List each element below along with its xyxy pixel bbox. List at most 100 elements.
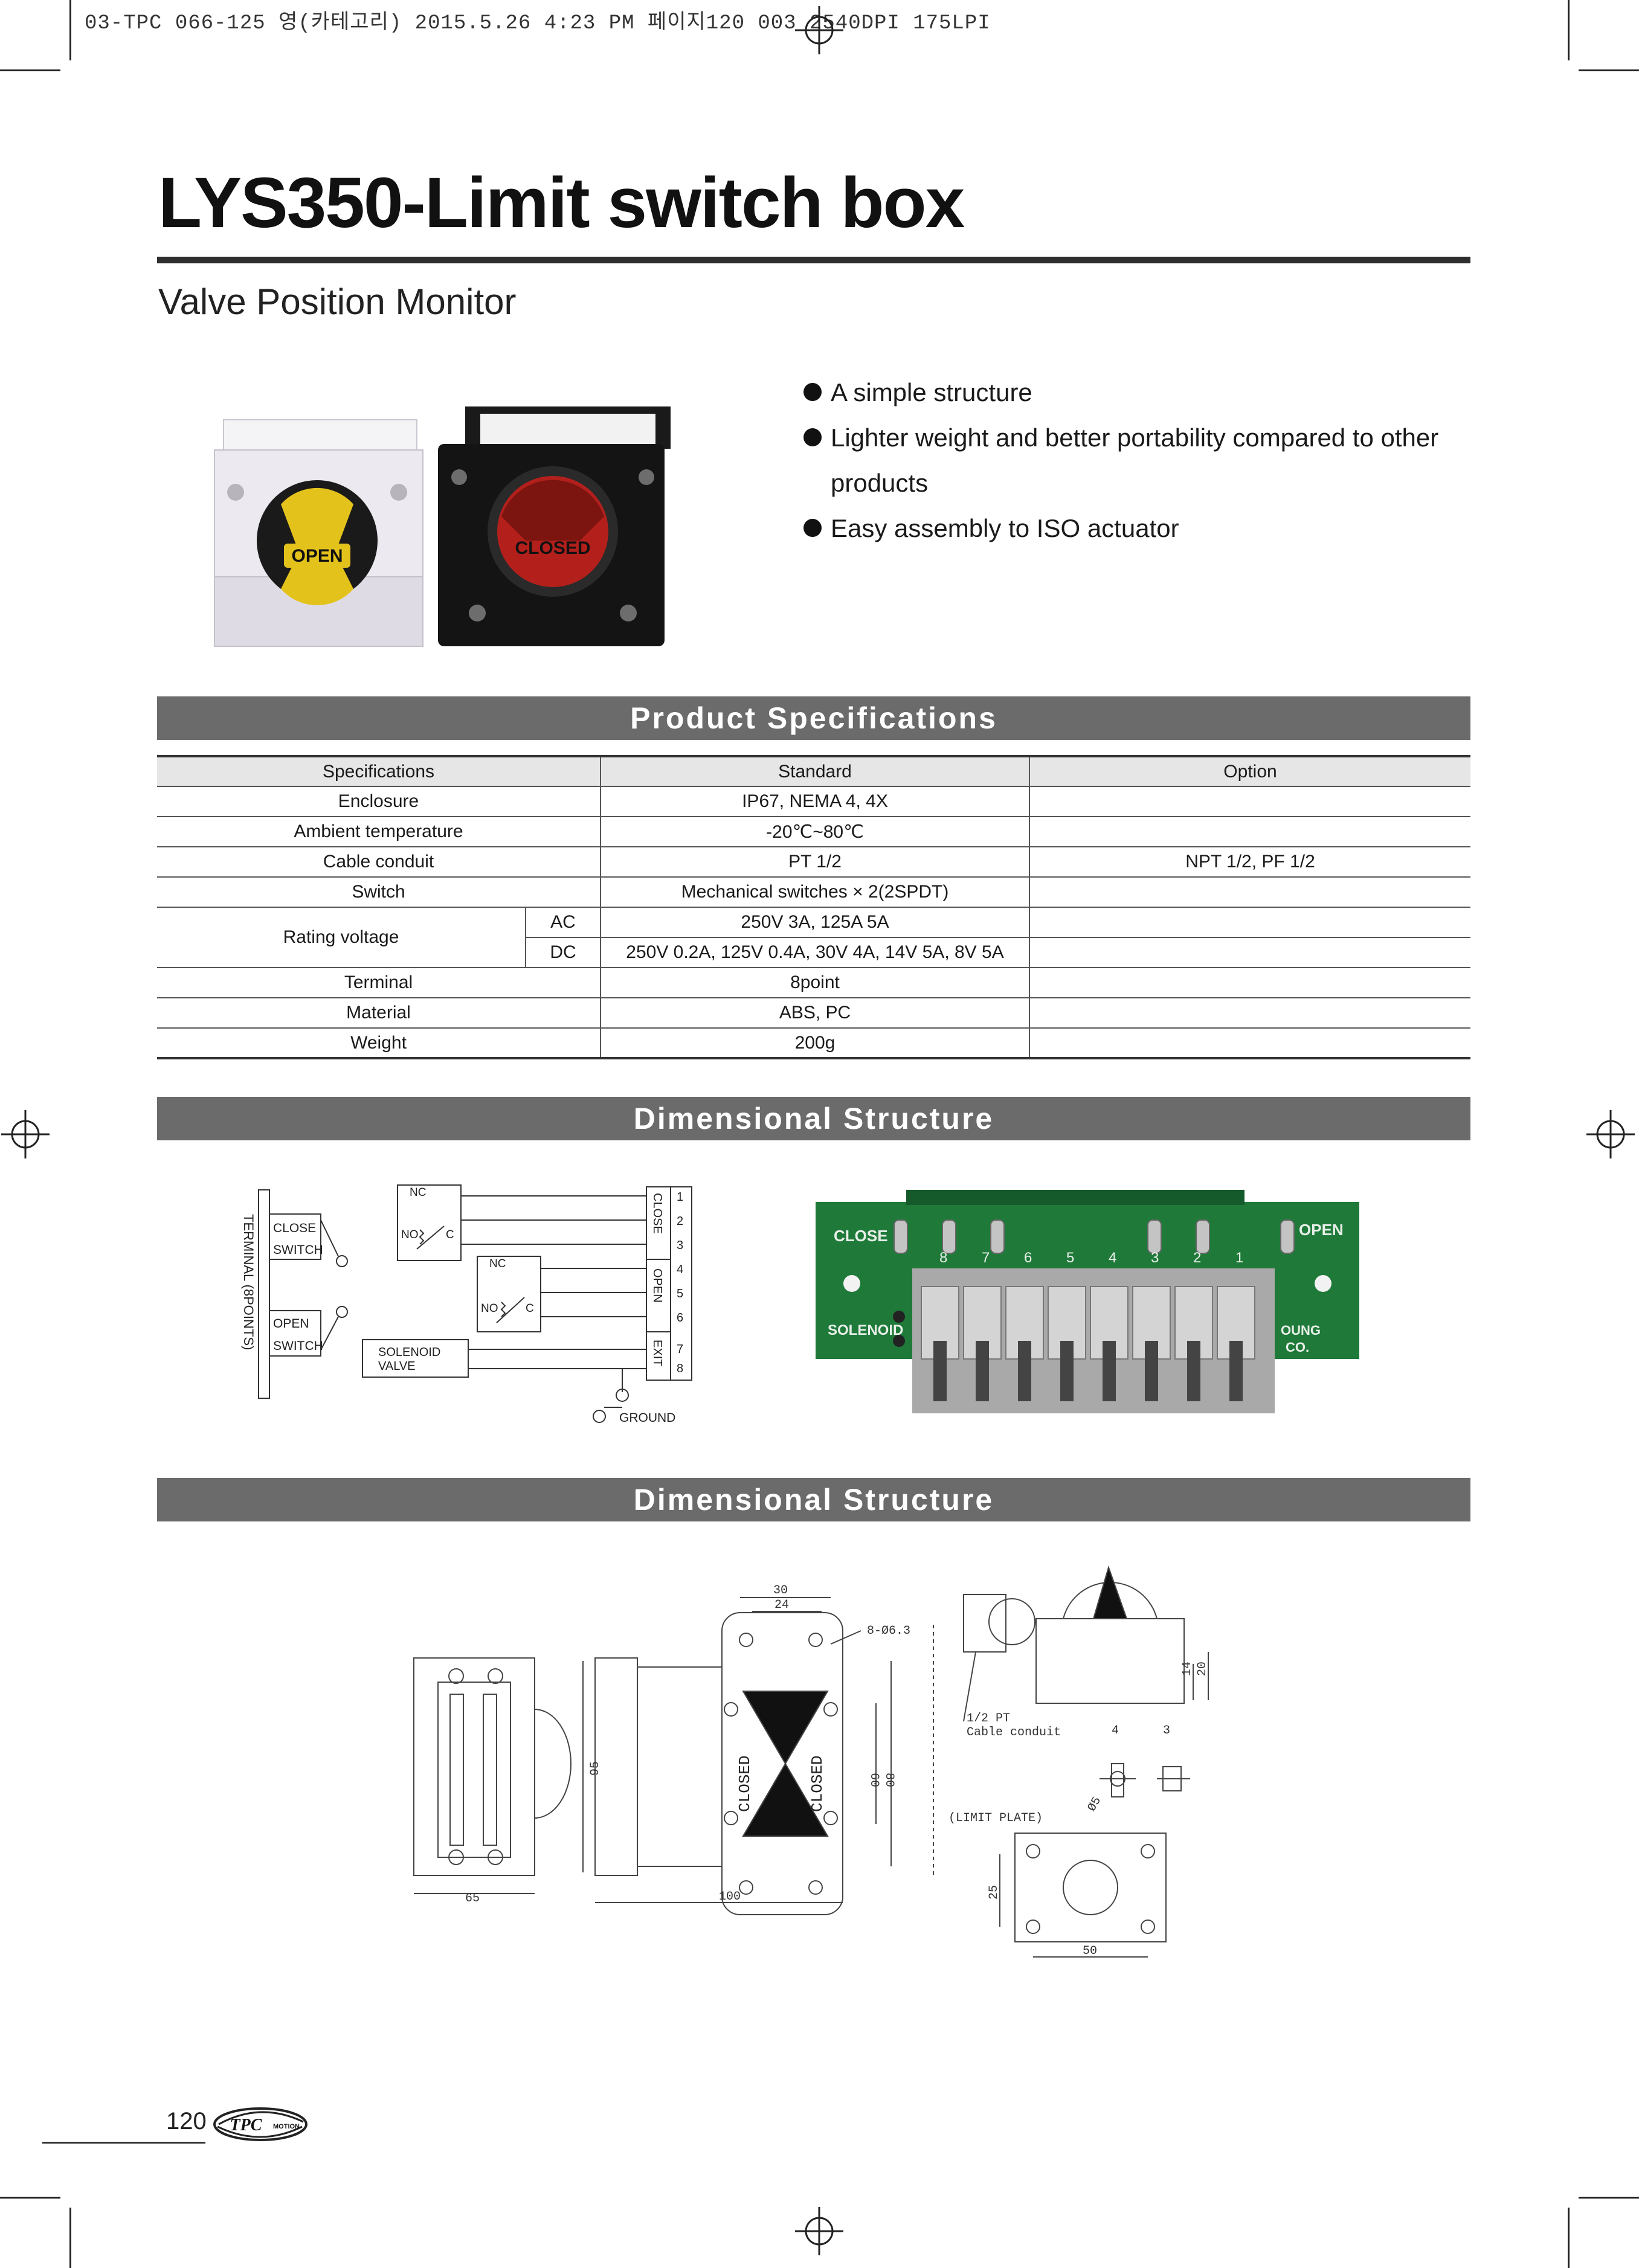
spec-standard: Mechanical switches × 2(2SPDT) — [600, 877, 1029, 908]
registration-mark-top — [795, 6, 843, 54]
crop-mark — [69, 2208, 71, 2268]
wiring-diagram: TERMINAL (8POINTS) CLOSE SWITCH OPEN SWI… — [241, 1184, 692, 1425]
voltage-type: AC — [525, 907, 601, 938]
nc-label: NC — [410, 1186, 426, 1199]
spec-standard: 200g — [600, 1028, 1029, 1059]
dim-label: 25 — [987, 1885, 1001, 1900]
pin-label: 4 — [677, 1263, 683, 1276]
pcb-terminal-photo: CLOSE OPEN SOLENOID OUNG CO. 8 7 6 5 4 3… — [816, 1190, 1359, 1413]
pin-label: 8 — [677, 1362, 683, 1375]
pin-label: 5 — [677, 1287, 683, 1300]
spec-standard: ABS, PC — [600, 998, 1029, 1029]
dim-label: 80 — [882, 1773, 896, 1787]
table-row: DC 250V 0.2A, 125V 0.4A, 30V 4A, 14V 5A,… — [157, 937, 1470, 968]
table-row: Terminal 8point — [157, 968, 1470, 998]
spec-name: Material — [157, 998, 601, 1029]
pin-label: 3 — [677, 1239, 683, 1252]
spec-standard: -20℃~80℃ — [600, 817, 1029, 847]
pcb-maker-label: CO. — [1286, 1340, 1309, 1355]
table-row: Ambient temperature -20℃~80℃ — [157, 817, 1470, 847]
pcb-open-label: OPEN — [1299, 1221, 1344, 1239]
c-label: C — [446, 1229, 454, 1241]
dimension-drawing: 65 CLOSED CLOSED 30 24 8-Ø6.3 95 60 80 1… — [413, 1565, 1209, 1958]
column-header: Standard — [600, 755, 1029, 787]
spec-option — [1029, 817, 1470, 847]
crop-mark — [0, 2197, 60, 2199]
dim-label: 3 — [1163, 1724, 1170, 1738]
registration-mark-bottom — [795, 2207, 843, 2255]
dim-label: 24 — [774, 1598, 789, 1612]
limit-plate-label: (LIMIT PLATE) — [948, 1811, 1043, 1825]
dim-label: Ø5 — [1085, 1794, 1104, 1814]
hole-spec-label: 8-Ø6.3 — [867, 1624, 910, 1638]
terminal-label: TERMINAL (8POINTS) — [241, 1214, 256, 1350]
spec-name: Rating voltage — [157, 907, 526, 968]
dim-label: 60 — [867, 1773, 881, 1787]
spec-option — [1029, 877, 1470, 908]
pcb-pin-label: 7 — [982, 1250, 990, 1266]
dim-label: 14 — [1180, 1662, 1194, 1676]
dim-label: 4 — [1112, 1724, 1119, 1738]
solenoid-label: SOLENOID — [378, 1346, 440, 1359]
no-label: NO — [401, 1229, 419, 1241]
spec-table: Specifications Standard Option Enclosure… — [157, 755, 1470, 1059]
solenoid-label: VALVE — [378, 1360, 416, 1373]
conduit-label: Cable conduit — [967, 1726, 1061, 1740]
print-header: 03-TPC 066-125 영(카테고리) 2015.5.26 4:23 PM… — [85, 12, 991, 35]
feature-list: A simple structure Lighter weight and be… — [800, 370, 1471, 551]
black-limit-switch-box: CLOSED — [438, 406, 671, 646]
pcb-pin-label: 3 — [1151, 1250, 1159, 1266]
column-header: Option — [1029, 755, 1470, 787]
spec-name: Ambient temperature — [157, 817, 601, 847]
feature-item: Lighter weight and better portability co… — [800, 415, 1471, 506]
spec-name: Cable conduit — [157, 847, 601, 878]
page-number: 120 — [166, 2108, 207, 2135]
closed-dome-label: CLOSED — [515, 538, 590, 558]
pcb-pin-label: 2 — [1193, 1250, 1201, 1266]
pin-label: 1 — [677, 1190, 683, 1204]
closed-label: CLOSED — [808, 1755, 826, 1812]
spec-standard: PT 1/2 — [600, 847, 1029, 878]
table-row: Cable conduit PT 1/2 NPT 1/2, PF 1/2 — [157, 847, 1470, 878]
spec-option — [1029, 937, 1470, 968]
footer-rule — [42, 2142, 205, 2144]
table-row: Rating voltage AC 250V 3A, 125A 5A — [157, 907, 1470, 968]
bullet-icon — [803, 519, 822, 537]
white-limit-switch-box: OPEN — [214, 419, 423, 647]
dim-label: 50 — [1083, 1944, 1097, 1958]
crop-mark — [1579, 69, 1639, 71]
spec-option — [1029, 998, 1470, 1029]
spec-name: Weight — [157, 1028, 601, 1059]
spec-standard: IP67, NEMA 4, 4X — [600, 786, 1029, 817]
table-row: Weight 200g — [157, 1028, 1470, 1059]
close-switch-label: CLOSE — [273, 1221, 316, 1235]
logo-sub: MOTION — [273, 2123, 300, 2130]
pin-label: 7 — [677, 1343, 683, 1356]
feature-item: Easy assembly to ISO actuator — [800, 506, 1471, 551]
bullet-icon — [803, 428, 822, 446]
open-switch-label: OPEN — [273, 1317, 309, 1331]
dim-label: 20 — [1196, 1662, 1209, 1676]
pcb-close-label: CLOSE — [834, 1227, 888, 1245]
spec-name: Enclosure — [157, 786, 601, 817]
pcb-maker-label: OUNG — [1281, 1323, 1321, 1338]
voltage-type: DC — [525, 937, 601, 968]
spec-option: NPT 1/2, PF 1/2 — [1029, 847, 1470, 878]
dim-label: 100 — [719, 1890, 741, 1904]
crop-mark — [1568, 2208, 1570, 2268]
pcb-pin-label: 8 — [939, 1250, 947, 1266]
close-switch-label: SWITCH — [273, 1243, 323, 1257]
spec-name: Switch — [157, 877, 601, 908]
column-header: Specifications — [157, 755, 601, 787]
spec-standard: 8point — [600, 968, 1029, 998]
conduit-label: 1/2 PT — [967, 1712, 1010, 1726]
open-dome-label: OPEN — [291, 546, 343, 566]
c-label: C — [526, 1302, 534, 1315]
spec-standard: 250V 0.2A, 125V 0.4A, 30V 4A, 14V 5A, 8V… — [600, 937, 1029, 968]
registration-mark-left — [1, 1110, 50, 1158]
section-header-wiring: Dimensional Structure — [157, 1097, 1470, 1140]
dim-label: 30 — [773, 1584, 788, 1598]
pcb-pin-label: 4 — [1109, 1250, 1116, 1266]
section-header-specs: Product Specifications — [157, 696, 1470, 740]
title-rule — [157, 257, 1470, 263]
